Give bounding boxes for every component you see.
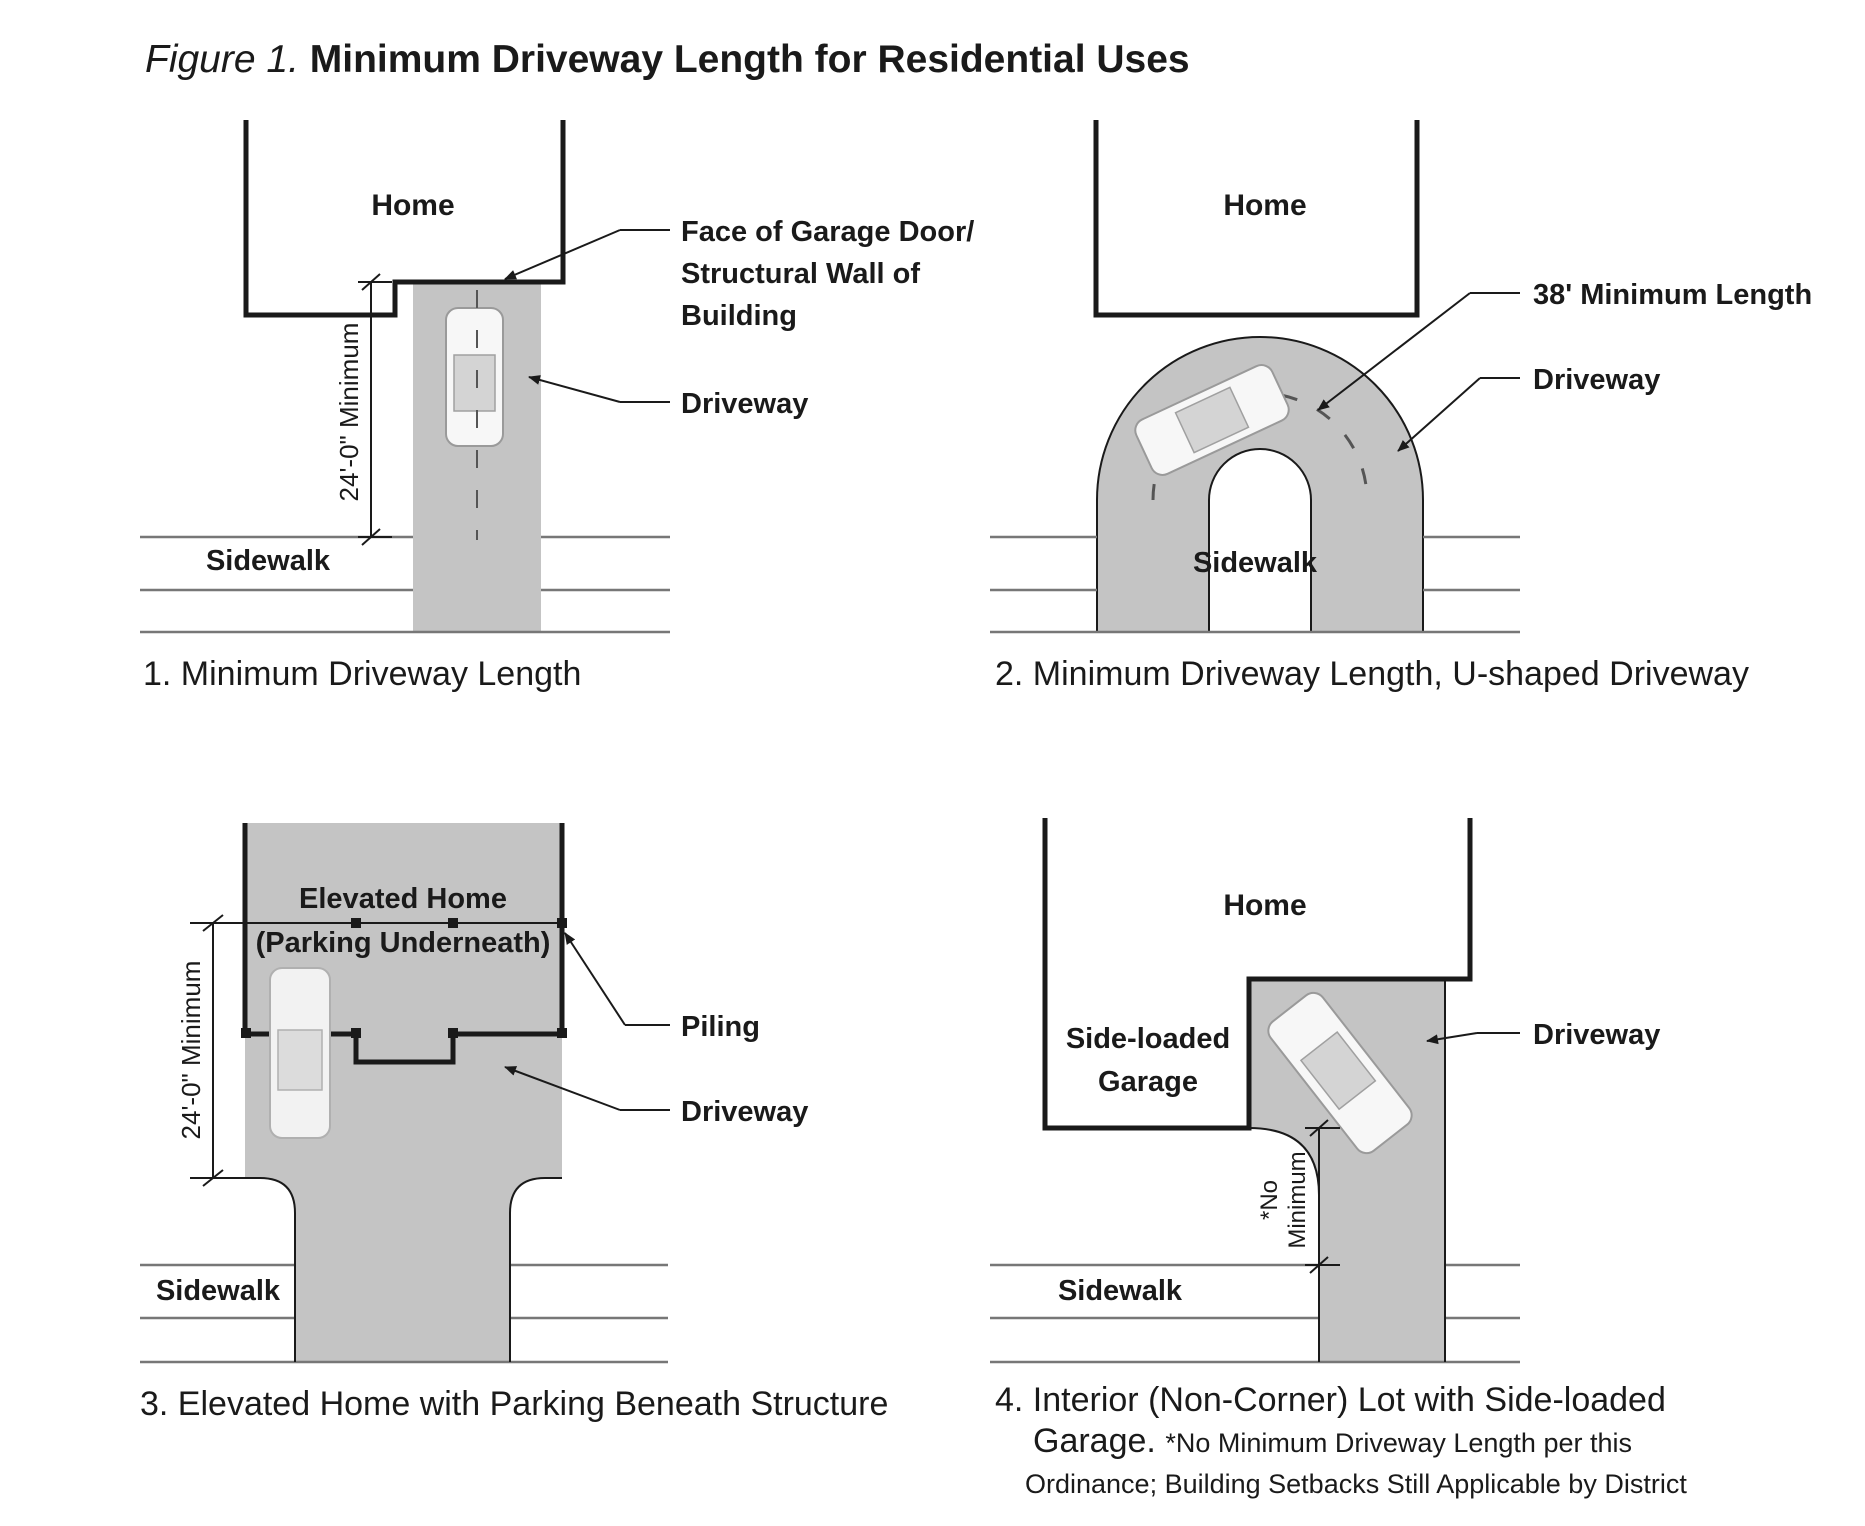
panel3-sidewalk-label: Sidewalk xyxy=(156,1275,281,1307)
panel4-car xyxy=(1267,991,1413,1155)
panel4-driveway xyxy=(1249,979,1445,1362)
panel4-caption: 4. Interior (Non-Corner) Lot with Side-l… xyxy=(995,1380,1687,1505)
panel2-sidewalk-label: Sidewalk xyxy=(1193,547,1318,579)
panel3-caption: 3. Elevated Home with Parking Beneath St… xyxy=(140,1385,889,1423)
panel1-garage-label-2: Structural Wall of xyxy=(681,258,920,290)
panel1-car xyxy=(445,307,504,447)
panel2-driveway-arrow xyxy=(1397,377,1481,452)
panel4-driveway-arrow xyxy=(1426,1032,1478,1045)
panel3-pilings xyxy=(241,918,567,1038)
panel3-home-label-2: (Parking Underneath) xyxy=(256,927,551,959)
panel2-home-outline xyxy=(1093,120,1420,318)
panel3-dimension-line xyxy=(190,914,245,1187)
panel4-dimension-line xyxy=(1305,1119,1340,1274)
panel3-driveway xyxy=(245,823,562,1362)
panel4-caption-garage: Garage. xyxy=(1033,1422,1156,1460)
panel3-dimension-label: 24'-0" Minimum xyxy=(176,961,206,1140)
panel4-caption-line3: Ordinance; Building Setbacks Still Appli… xyxy=(1025,1469,1687,1499)
panel3-home-label-1: Elevated Home xyxy=(299,883,507,915)
panel1-dimension-label: 24'-0" Minimum xyxy=(334,323,364,502)
figure-title-text: Minimum Driveway Length for Residential … xyxy=(309,38,1190,81)
panel1-home-label: Home xyxy=(371,189,454,222)
panel3-driveway-label: Driveway xyxy=(681,1096,808,1128)
panel-3: 24'-0" Minimum Elevated Home (Parking Un… xyxy=(140,823,808,1364)
panel4-sidewalk xyxy=(990,1263,1520,1364)
panel3-sidewalk xyxy=(140,1263,668,1364)
panel4-garage-label-2: Garage xyxy=(1098,1066,1198,1098)
panel4-garage-label-1: Side-loaded xyxy=(1066,1023,1230,1055)
panel3-driveway-arrow xyxy=(504,1066,621,1111)
panel2-car xyxy=(1134,364,1290,476)
panel-4: *No Minimum Home Side-loaded Garage Side… xyxy=(990,818,1660,1364)
figure-label: Figure 1. xyxy=(145,38,299,81)
panel1-dimension-line xyxy=(358,273,392,546)
panel-1: 24'-0" Minimum Home Sidewalk Face of Gar… xyxy=(140,120,974,634)
panel1-sidewalk-label: Sidewalk xyxy=(206,545,331,577)
panel2-u-outline-outer xyxy=(1096,336,1424,632)
panel4-home-outline xyxy=(1042,818,1473,1131)
panel1-garage-arrow xyxy=(504,229,621,280)
panel2-length-label: 38' Minimum Length xyxy=(1533,279,1812,311)
panel2-home-label: Home xyxy=(1223,189,1306,222)
panel1-driveway-label: Driveway xyxy=(681,388,808,420)
panel-2: Home Sidewalk 38' Minimum Length Drivewa… xyxy=(990,120,1812,634)
panel3-flare-outline-right xyxy=(509,1177,562,1362)
panel4-home-label: Home xyxy=(1223,889,1306,922)
panel3-piling-arrow xyxy=(564,932,626,1026)
panel2-driveway-label: Driveway xyxy=(1533,364,1660,396)
panel3-flare-outline xyxy=(245,1177,296,1362)
panel4-caption-line1: 4. Interior (Non-Corner) Lot with Side-l… xyxy=(995,1381,1666,1419)
panel1-garage-label-1: Face of Garage Door/ xyxy=(681,216,974,248)
panel2-caption: 2. Minimum Driveway Length, U-shaped Dri… xyxy=(995,655,1749,693)
figure-title: Figure 1. Minimum Driveway Length for Re… xyxy=(145,38,1190,82)
panel1-caption: 1. Minimum Driveway Length xyxy=(143,655,582,693)
panel4-sidewalk-label: Sidewalk xyxy=(1058,1275,1183,1307)
panel1-garage-label-3: Building xyxy=(681,300,797,332)
panel1-driveway-arrow xyxy=(528,375,621,403)
panel3-car xyxy=(269,967,331,1139)
panel2-u-outline-inner xyxy=(1208,448,1312,632)
panel2-sidewalk xyxy=(990,535,1520,634)
panel4-dimension-label-1: *No xyxy=(1256,1180,1283,1220)
panel3-piling-label: Piling xyxy=(681,1011,760,1043)
panel4-caption-line2: Garage. *No Minimum Driveway Length per … xyxy=(995,1421,1687,1464)
panel4-driveway-label: Driveway xyxy=(1533,1019,1660,1051)
panel2-length-arrow xyxy=(1317,292,1471,411)
panel4-caption-note: *No Minimum Driveway Length per this xyxy=(1165,1428,1632,1458)
panel3-home-outline xyxy=(242,823,565,1065)
panel4-dimension-label-2: Minimum xyxy=(1284,1151,1311,1248)
